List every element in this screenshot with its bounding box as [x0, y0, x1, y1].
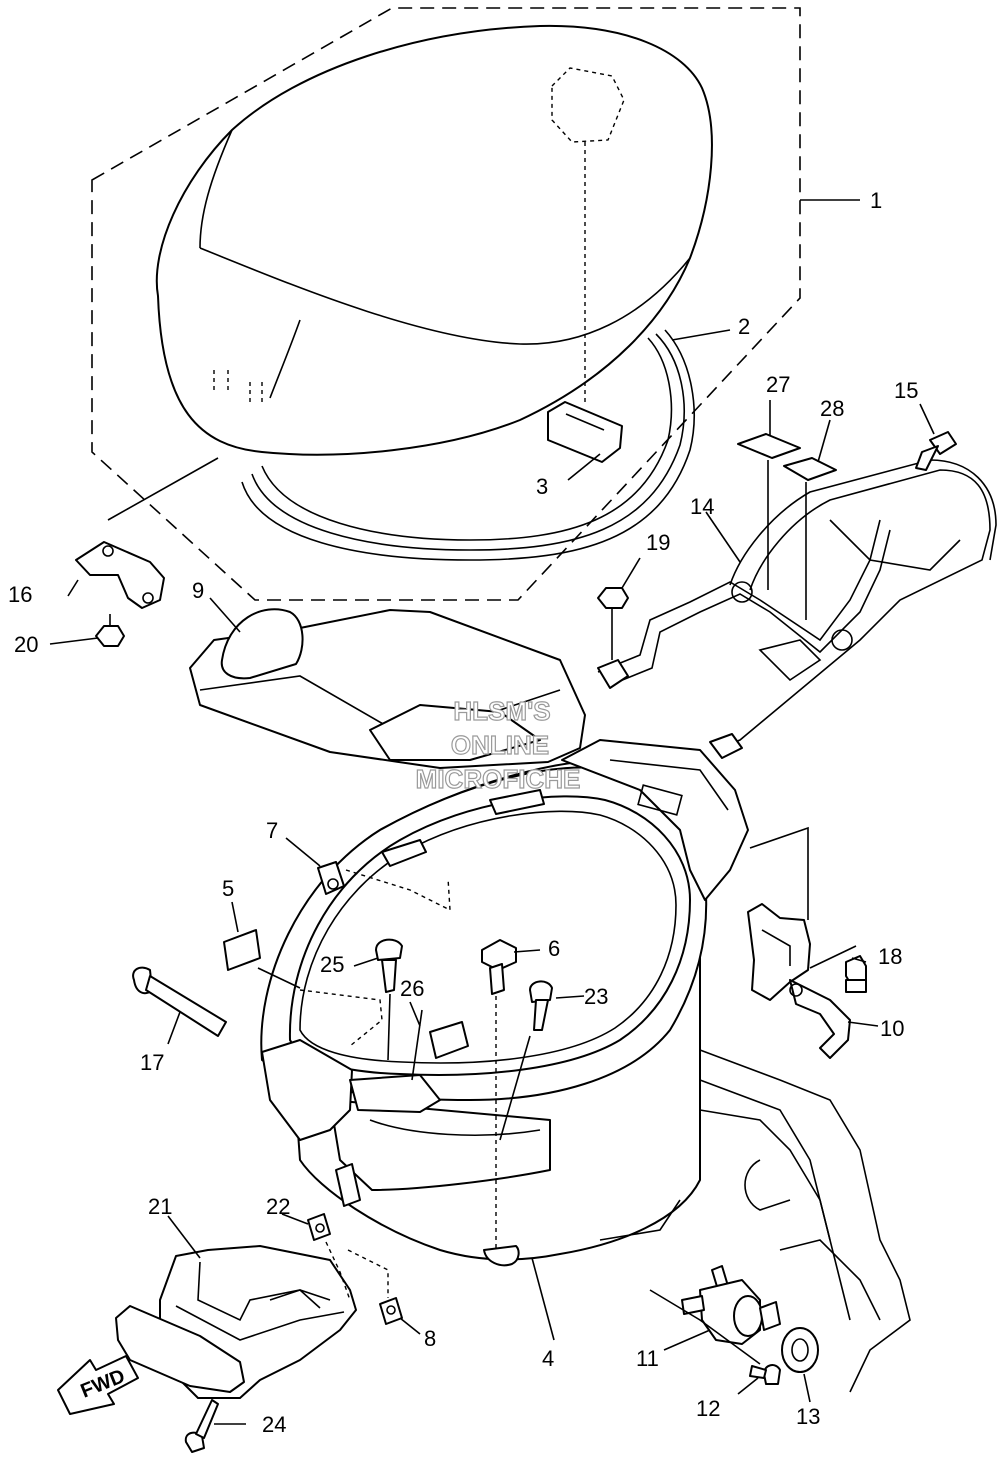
callout-25: 25 [320, 952, 344, 977]
callout-24: 24 [262, 1412, 286, 1437]
callout-23: 23 [584, 984, 608, 1009]
part-27-label [737, 433, 801, 459]
callout-11: 11 [636, 1346, 659, 1371]
part-11-key-cylinder [681, 1265, 781, 1345]
part-16-bracket [75, 541, 165, 609]
fwd-arrow: FWD [57, 1355, 139, 1415]
callout-26: 26 [400, 976, 424, 1001]
part-6-bolt [481, 939, 517, 1250]
watermark-line-3: MICROFICHE [416, 764, 581, 794]
callout-21: 21 [148, 1194, 172, 1219]
part-7-clip [317, 861, 451, 912]
part-25-screw [375, 938, 403, 1061]
watermark-line-2: ONLINE [451, 730, 549, 760]
seat-cushion [155, 24, 713, 456]
part-9-tray [189, 608, 586, 769]
callout-3: 3 [536, 474, 548, 499]
part-24-screw [184, 1399, 219, 1453]
seat-base [241, 329, 695, 561]
seat-cushion-crease [199, 129, 233, 249]
part-28-label [783, 457, 837, 481]
watermark-line-1: HLSM'S [453, 696, 550, 726]
seat-assembly-boundary [91, 7, 801, 601]
part-21-lock-box [115, 1245, 357, 1399]
seat-lock-hint [551, 67, 625, 143]
callout-15: 15 [894, 378, 918, 403]
callout-6: 6 [548, 936, 560, 961]
callout-labels: 1 2 3 4 5 6 7 8 9 10 11 12 13 14 15 16 1… [8, 188, 918, 1437]
callout-10: 10 [880, 1016, 904, 1041]
callout-19: 19 [646, 530, 670, 555]
part-14-carrier [597, 459, 997, 759]
callout-2: 2 [738, 314, 750, 339]
part-10-seat-lock [747, 903, 851, 1059]
part-20-nut [95, 614, 125, 647]
part-5-sticker [223, 929, 261, 971]
seat-cushion-edge [199, 247, 691, 345]
part-22-clip [307, 1213, 351, 1301]
callout-17: 17 [140, 1050, 164, 1075]
callout-14: 14 [690, 494, 714, 519]
leader-lines [49, 199, 935, 1425]
part-3-damper [547, 401, 623, 463]
callout-22: 22 [266, 1194, 290, 1219]
callout-1: 1 [870, 188, 882, 213]
part-12-screw [749, 1364, 781, 1385]
callout-5: 5 [222, 876, 234, 901]
callout-9: 9 [192, 578, 204, 603]
seat-assembly [91, 7, 801, 601]
part-17-bolt [132, 966, 227, 1037]
callout-28: 28 [820, 396, 844, 421]
part-23-screw [499, 980, 553, 1141]
callout-7: 7 [266, 818, 278, 843]
callout-16: 16 [8, 582, 32, 607]
part-4-storage-box [260, 739, 749, 1267]
callout-12: 12 [696, 1396, 720, 1421]
part-15-bolt [915, 431, 957, 471]
callout-27: 27 [766, 372, 790, 397]
part-19-nut [597, 587, 629, 660]
callout-8: 8 [424, 1326, 436, 1351]
watermark: HLSM'S ONLINE MICROFICHE [415, 695, 581, 794]
part-8-clip [347, 1249, 403, 1325]
part-26-sticker [429, 1021, 469, 1059]
part-13-washer [781, 1327, 819, 1373]
seat-cushion-front-edge [269, 319, 301, 399]
seat-hook-hints [213, 370, 263, 405]
callout-20: 20 [14, 632, 38, 657]
callout-4: 4 [542, 1346, 554, 1371]
part-18-bolt [845, 955, 867, 993]
frame-structure [699, 1049, 911, 1393]
callout-13: 13 [796, 1404, 820, 1429]
callout-18: 18 [878, 944, 902, 969]
